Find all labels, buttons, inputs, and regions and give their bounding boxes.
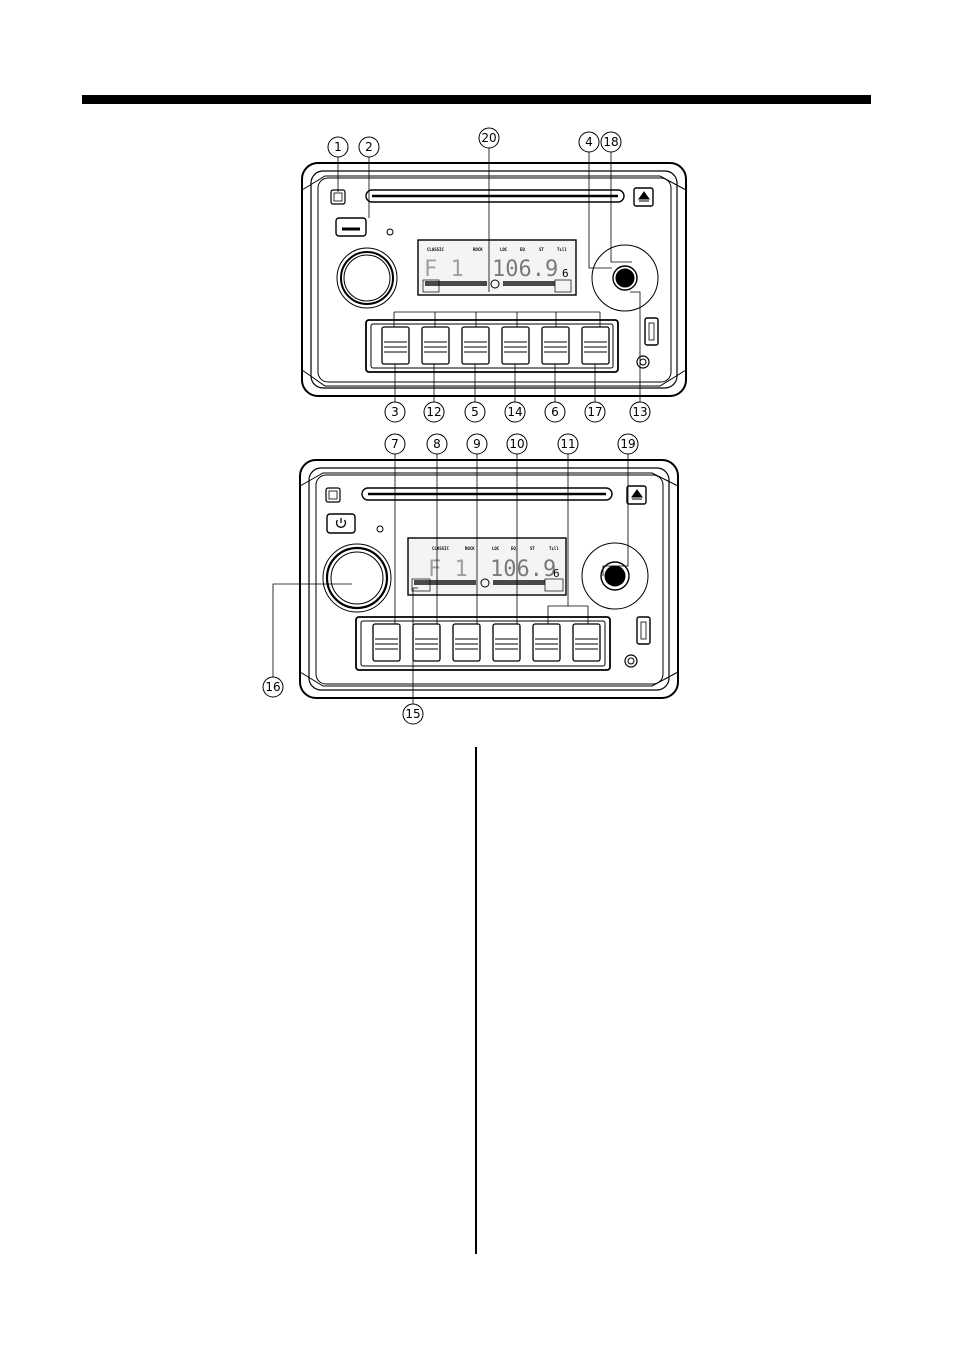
signal-icon: Tıll <box>549 546 559 551</box>
lcd-indicator-st: ST <box>530 546 535 551</box>
callout-11: 11 <box>558 434 578 454</box>
preset-button-4-bottom[interactable] <box>493 624 520 661</box>
mode-button[interactable] <box>331 190 345 204</box>
svg-text:5: 5 <box>471 405 479 419</box>
svg-text:20: 20 <box>481 131 496 145</box>
callout-15: 15 <box>403 704 423 724</box>
lcd-indicator-eq: EQ <box>520 247 525 252</box>
svg-text:1: 1 <box>334 140 342 154</box>
preset-button-6-bottom[interactable] <box>573 624 600 661</box>
head-unit-front-bottom <box>300 460 678 698</box>
preset-button-1[interactable] <box>382 327 409 364</box>
callout-19: 19 <box>618 434 638 454</box>
svg-text:18: 18 <box>603 135 618 149</box>
svg-text:7: 7 <box>391 437 399 451</box>
usb-port-icon[interactable] <box>645 318 658 345</box>
svg-text:8: 8 <box>433 437 441 451</box>
lcd-indicator-classic: CLASSIC <box>427 247 444 252</box>
aux-jack-icon[interactable] <box>637 356 649 368</box>
svg-text:4: 4 <box>585 135 593 149</box>
ir-sensor-bottom <box>377 526 383 532</box>
aux-jack-icon[interactable] <box>625 655 637 667</box>
callout-13: 13 <box>630 402 650 422</box>
preset-button-5[interactable] <box>542 327 569 364</box>
callout-9: 9 <box>467 434 487 454</box>
svg-text:6: 6 <box>551 405 559 419</box>
lcd-band: F 1 <box>424 257 464 282</box>
preset-button-2-bottom[interactable] <box>413 624 440 661</box>
power-button[interactable] <box>336 218 366 236</box>
power-button-bottom[interactable] <box>327 514 355 533</box>
header-rule <box>82 95 871 104</box>
mode-icon <box>334 193 342 201</box>
lcd-band: F 1 <box>428 557 468 582</box>
ir-sensor <box>387 229 393 235</box>
eject-icon <box>632 490 642 499</box>
tuning-dial[interactable] <box>592 245 658 311</box>
svg-text:19: 19 <box>620 437 635 451</box>
tuning-dial-bottom[interactable] <box>582 543 648 609</box>
preset-button-3-bottom[interactable] <box>453 624 480 661</box>
lcd-indicator-loc: LOC <box>492 546 500 551</box>
svg-text:16: 16 <box>265 680 280 694</box>
lcd-indicator-classic: CLASSIC <box>432 546 449 551</box>
preset-button-3[interactable] <box>462 327 489 364</box>
callout-3: 3 <box>385 402 405 422</box>
callout-14: 14 <box>505 402 525 422</box>
usb-port-icon[interactable] <box>637 617 650 644</box>
svg-text:13: 13 <box>632 405 647 419</box>
preset-button-1-bottom[interactable] <box>373 624 400 661</box>
lcd-indicator-rock: ROCK <box>473 247 483 252</box>
eject-icon <box>639 192 649 201</box>
preset-button-4[interactable] <box>502 327 529 364</box>
callout-20: 20 <box>479 128 499 148</box>
svg-text:2: 2 <box>365 140 373 154</box>
svg-text:10: 10 <box>509 437 524 451</box>
callout-7: 7 <box>385 434 405 454</box>
callout-10: 10 <box>507 434 527 454</box>
callout-8: 8 <box>427 434 447 454</box>
svg-text:3: 3 <box>391 405 399 419</box>
lcd-preset: 6 <box>562 267 569 280</box>
preset-button-5-bottom[interactable] <box>533 624 560 661</box>
callout-12: 12 <box>424 402 444 422</box>
lcd-indicator-loc: LOC <box>500 247 508 252</box>
svg-text:17: 17 <box>587 405 602 419</box>
preset-button-6[interactable] <box>582 327 609 364</box>
lcd-frequency: 106.9 <box>490 557 556 582</box>
svg-text:12: 12 <box>426 405 441 419</box>
lcd-frequency: 106.9 <box>492 257 558 282</box>
callout-1: 1 <box>328 137 348 157</box>
svg-text:15: 15 <box>405 707 420 721</box>
preset-buttons-bottom <box>373 624 600 661</box>
callout-17: 17 <box>585 402 605 422</box>
callout-4: 4 <box>579 132 599 152</box>
svg-text:11: 11 <box>560 437 575 451</box>
power-icon <box>337 518 346 527</box>
volume-knob[interactable] <box>337 248 397 308</box>
lcd-indicator-eq: EQ <box>511 546 516 551</box>
lcd-preset: 6 <box>553 567 560 580</box>
lcd-indicator-st: ST <box>539 247 544 252</box>
preset-button-2[interactable] <box>422 327 449 364</box>
preset-buttons-top <box>382 327 609 364</box>
callout-16: 16 <box>263 677 283 697</box>
signal-icon: Tıll <box>557 247 567 252</box>
volume-knob-bottom[interactable] <box>323 544 391 612</box>
svg-text:14: 14 <box>507 405 522 419</box>
callout-5: 5 <box>465 402 485 422</box>
callout-2: 2 <box>359 137 379 157</box>
svg-text:9: 9 <box>473 437 481 451</box>
callout-18: 18 <box>601 132 621 152</box>
mode-button-bottom[interactable] <box>326 488 340 502</box>
callout-6: 6 <box>545 402 565 422</box>
lcd-indicator-rock: ROCK <box>465 546 475 551</box>
